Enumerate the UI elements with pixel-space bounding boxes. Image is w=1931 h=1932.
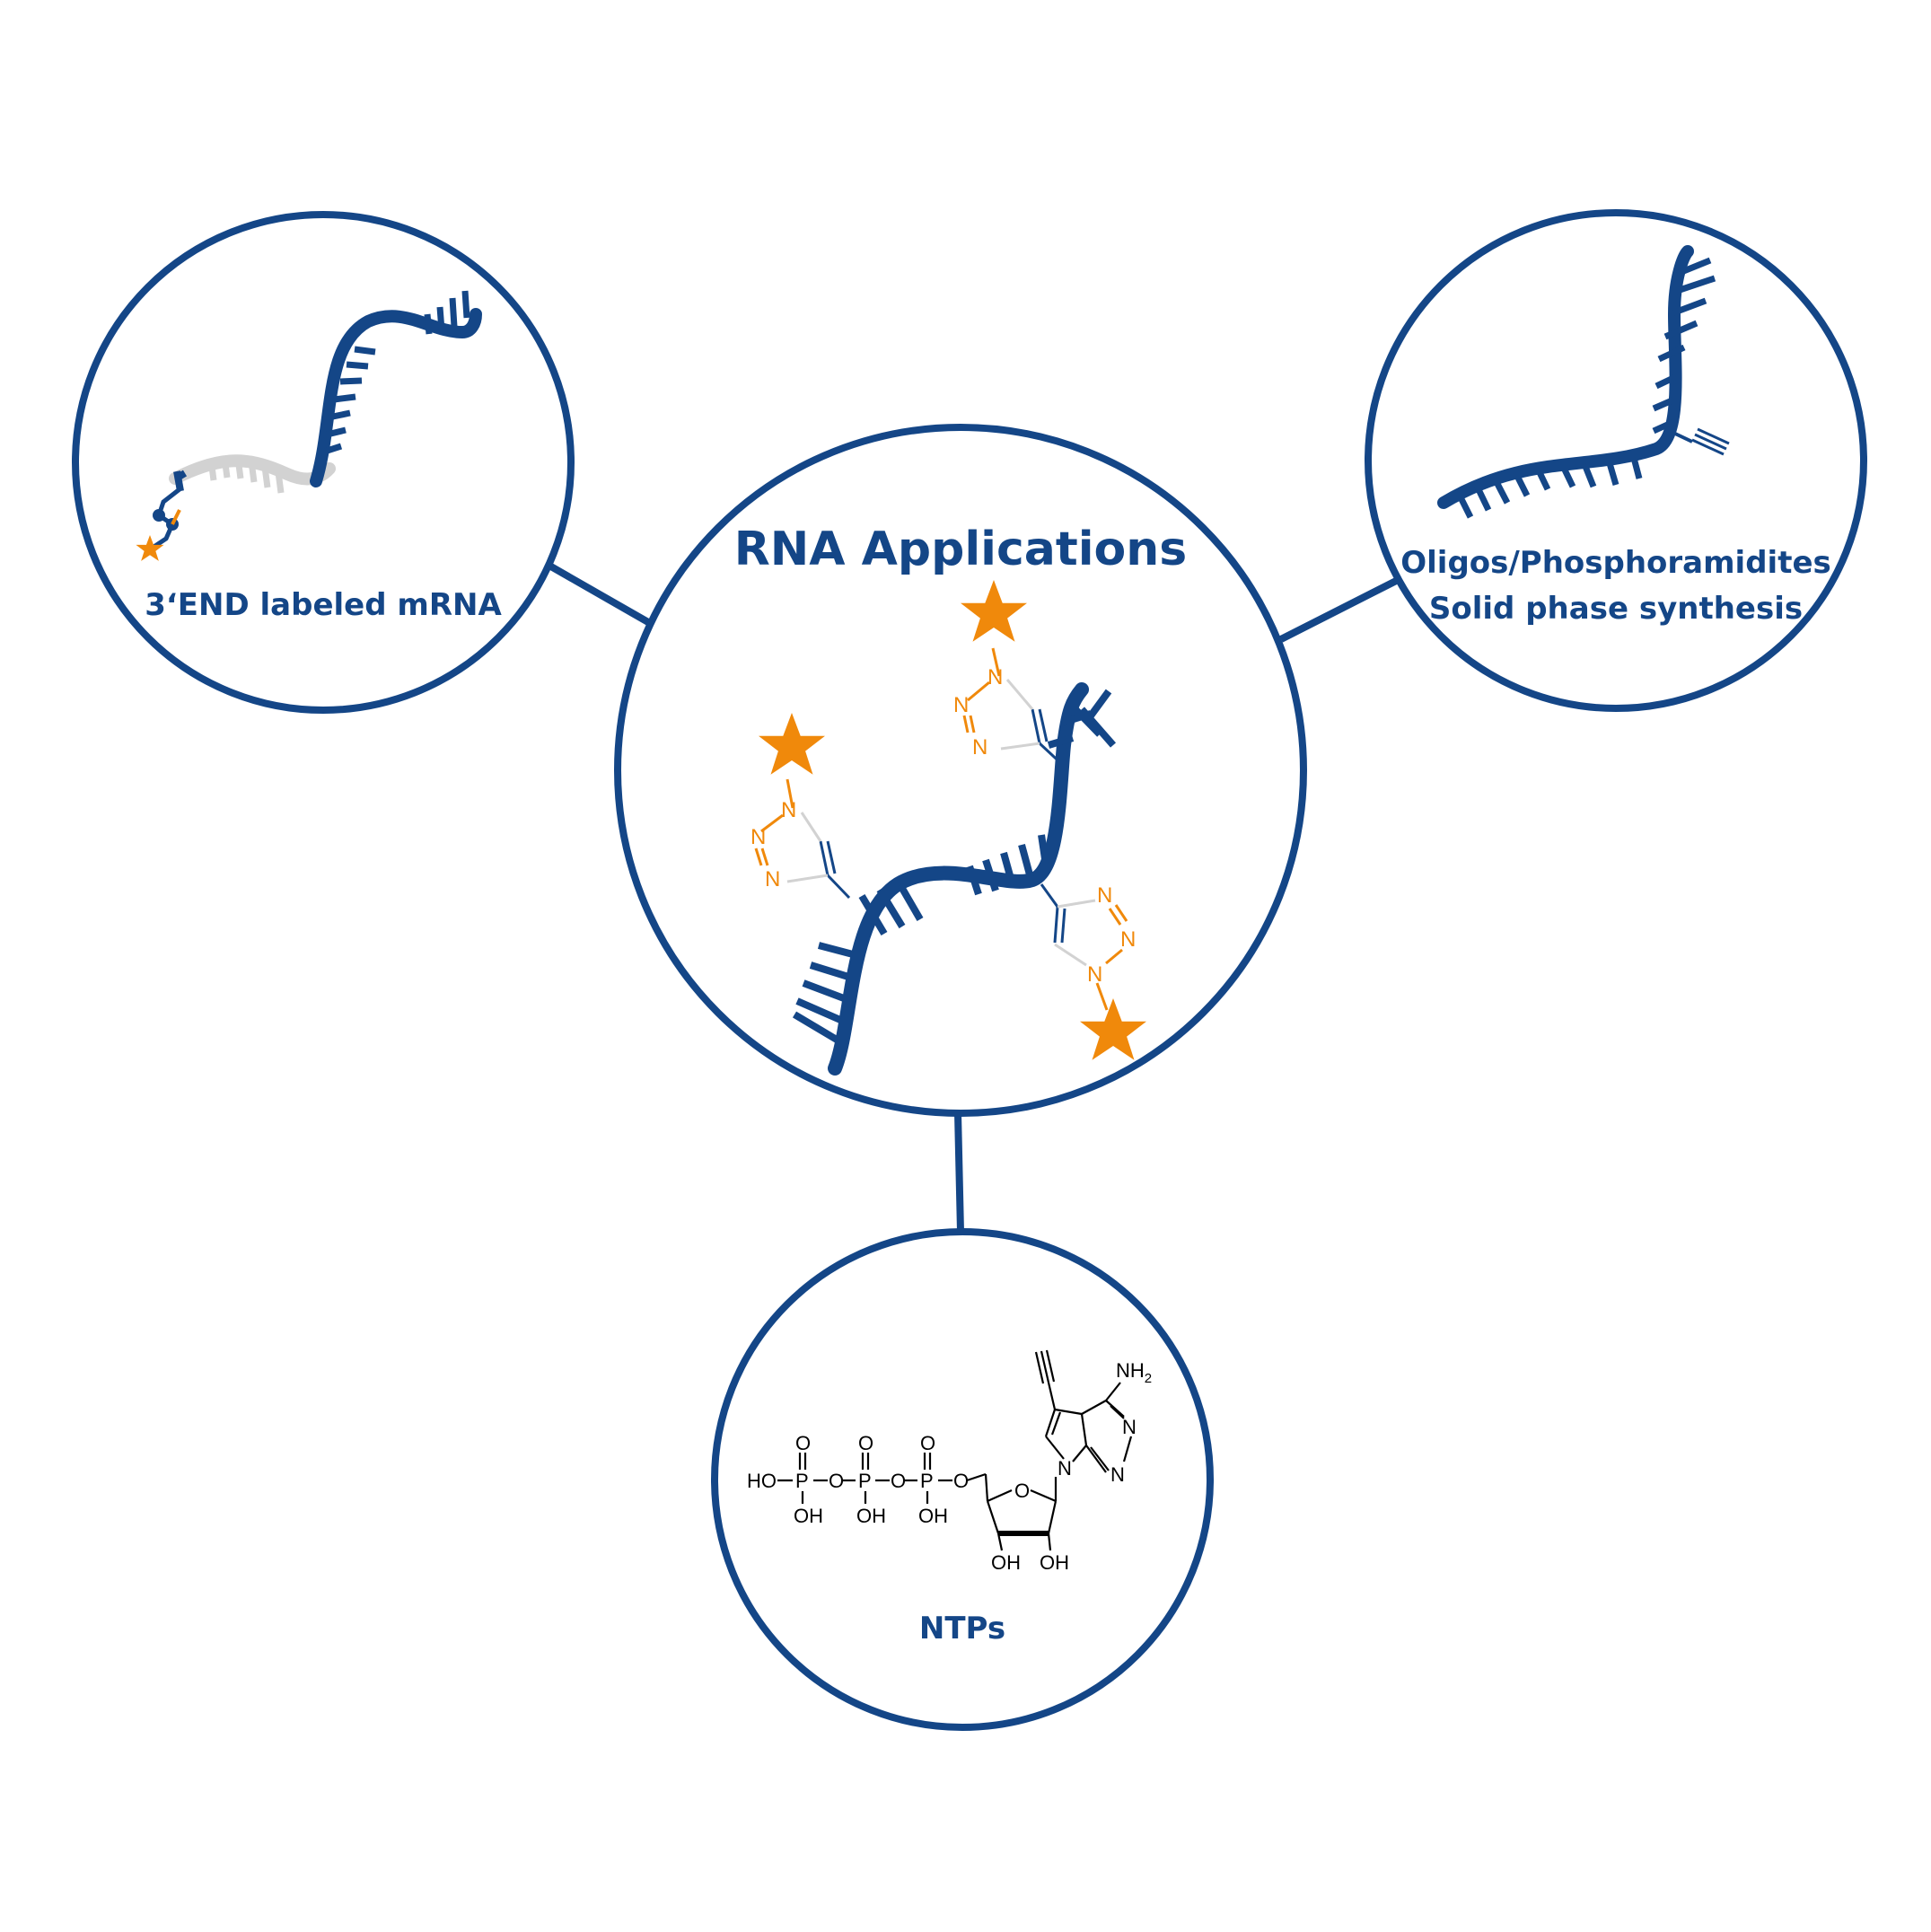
- triazole-atom: N: [1120, 927, 1136, 952]
- triazole-atom: N: [765, 867, 780, 891]
- center-title: RNA Applications: [733, 523, 1188, 576]
- connector-right: [1279, 573, 1407, 643]
- triazole-atom: N: [750, 825, 766, 849]
- chem-atom: O: [953, 1470, 969, 1492]
- chem-atom: HO: [747, 1470, 777, 1492]
- triazole-atom: N: [781, 798, 796, 822]
- connector-left: [548, 562, 650, 626]
- bottom-node-label: NTPs: [918, 1611, 1006, 1647]
- triazole-atom: N: [972, 735, 987, 760]
- chem-atom: O: [891, 1470, 906, 1492]
- chem-atom: O: [920, 1432, 935, 1454]
- chem-atom: P: [858, 1470, 872, 1492]
- right-node-label-line1: Oligos/Phosphoramidites: [1400, 545, 1831, 581]
- chem-atom: O: [829, 1470, 844, 1492]
- chem-atom: P: [795, 1470, 809, 1492]
- ntp-structure: [777, 1349, 1133, 1551]
- chem-atom: NH2: [1116, 1359, 1152, 1386]
- chem-atom: OH: [991, 1551, 1021, 1574]
- triazole-atom: N: [1097, 883, 1112, 908]
- chem-atom: O: [1014, 1480, 1030, 1502]
- chem-atom: O: [858, 1432, 873, 1454]
- chem-atom: P: [920, 1470, 934, 1492]
- oligo-strand-icon: [1437, 245, 1730, 519]
- chem-atom: O: [795, 1432, 811, 1454]
- chem-atom: OH: [1040, 1551, 1069, 1574]
- triazole-atom: N: [953, 693, 969, 717]
- mrna-strand-icon: [136, 290, 482, 561]
- triazole-atom: N: [1087, 962, 1102, 987]
- right-node-label-line2: Solid phase synthesis: [1428, 591, 1804, 627]
- connector-bottom: [954, 1112, 964, 1233]
- chem-atom: OH: [918, 1505, 948, 1527]
- bottom-circle: [711, 1228, 1214, 1731]
- chem-atom: OH: [856, 1505, 886, 1527]
- left-node-label: 3‘END labeled mRNA: [145, 587, 502, 623]
- chem-atom: N: [1122, 1416, 1137, 1438]
- chem-atom: OH: [794, 1505, 823, 1527]
- rna-strand-icon: [754, 580, 1146, 1076]
- chem-atom: N: [1110, 1463, 1125, 1486]
- chem-atom: N: [1058, 1457, 1072, 1480]
- center-circle: [614, 424, 1307, 1117]
- triazole-atom: N: [987, 665, 1003, 689]
